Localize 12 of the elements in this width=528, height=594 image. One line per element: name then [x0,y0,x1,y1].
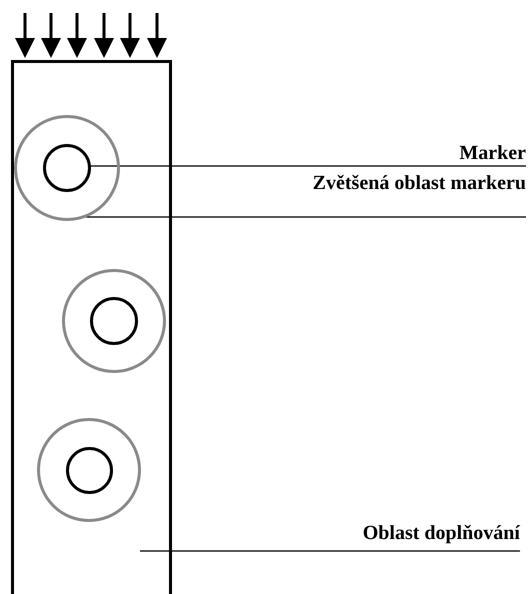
region-box [11,60,172,594]
part-label: Marker [459,141,526,167]
marker-circle [43,144,91,192]
enlarged-marker-circle [14,115,120,221]
part-label: Zvětšená oblast markeru [312,171,526,218]
marker-circle [66,447,113,494]
enlarged-marker-circle [37,418,141,522]
leader-line [89,165,526,167]
marker-circle [90,297,138,345]
leader-line [140,550,520,552]
part-label: Oblast doplňování [362,521,520,552]
enlarged-marker-circle [62,269,166,373]
